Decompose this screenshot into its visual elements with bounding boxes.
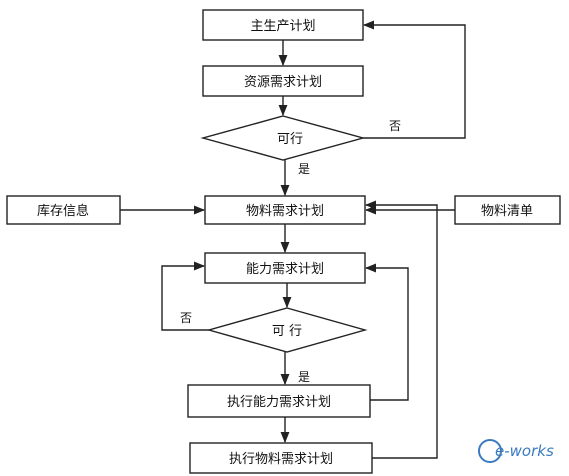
svg-text:e-works: e-works — [495, 442, 554, 460]
svg-text:物料清单: 物料清单 — [481, 204, 533, 219]
svg-text:资源需求计划: 资源需求计划 — [244, 75, 322, 90]
decision-feasible-top: 可行 — [200, 115, 366, 161]
svg-text:可 行: 可 行 — [272, 324, 302, 339]
node-execute-capacity-plan: 执行能力需求计划 — [187, 384, 371, 418]
svg-text:物料需求计划: 物料需求计划 — [246, 204, 324, 219]
label-bottom-yes: 是 — [298, 370, 310, 384]
node-master-production-plan: 主生产计划 — [202, 9, 364, 41]
loop-exec-mrp-to-mrp — [364, 200, 438, 459]
svg-text:能力需求计划: 能力需求计划 — [246, 262, 324, 277]
node-capacity-requirement-plan: 能力需求计划 — [204, 252, 366, 284]
svg-text:主生产计划: 主生产计划 — [250, 19, 315, 34]
node-inventory-info: 库存信息 — [6, 195, 121, 225]
svg-text:可行: 可行 — [277, 132, 303, 147]
label-top-no: 否 — [389, 119, 401, 133]
label-top-yes: 是 — [298, 162, 310, 176]
decision-feasible-bottom: 可 行 — [206, 307, 368, 353]
svg-text:执行能力需求计划: 执行能力需求计划 — [227, 395, 331, 410]
loop-top-no — [362, 20, 466, 139]
loop-exec-crp-to-crp — [364, 263, 409, 401]
node-execute-material-plan: 执行物料需求计划 — [189, 442, 373, 474]
node-material-requirement-plan: 物料需求计划 — [204, 195, 366, 225]
eworks-watermark: e-works — [478, 439, 554, 463]
loop-bottom-no — [161, 261, 209, 331]
label-bottom-no: 否 — [180, 311, 192, 325]
node-resource-requirement-plan: 资源需求计划 — [202, 65, 364, 97]
svg-text:执行物料需求计划: 执行物料需求计划 — [229, 452, 333, 467]
node-bill-of-materials: 物料清单 — [454, 195, 561, 225]
svg-text:库存信息: 库存信息 — [37, 203, 89, 219]
